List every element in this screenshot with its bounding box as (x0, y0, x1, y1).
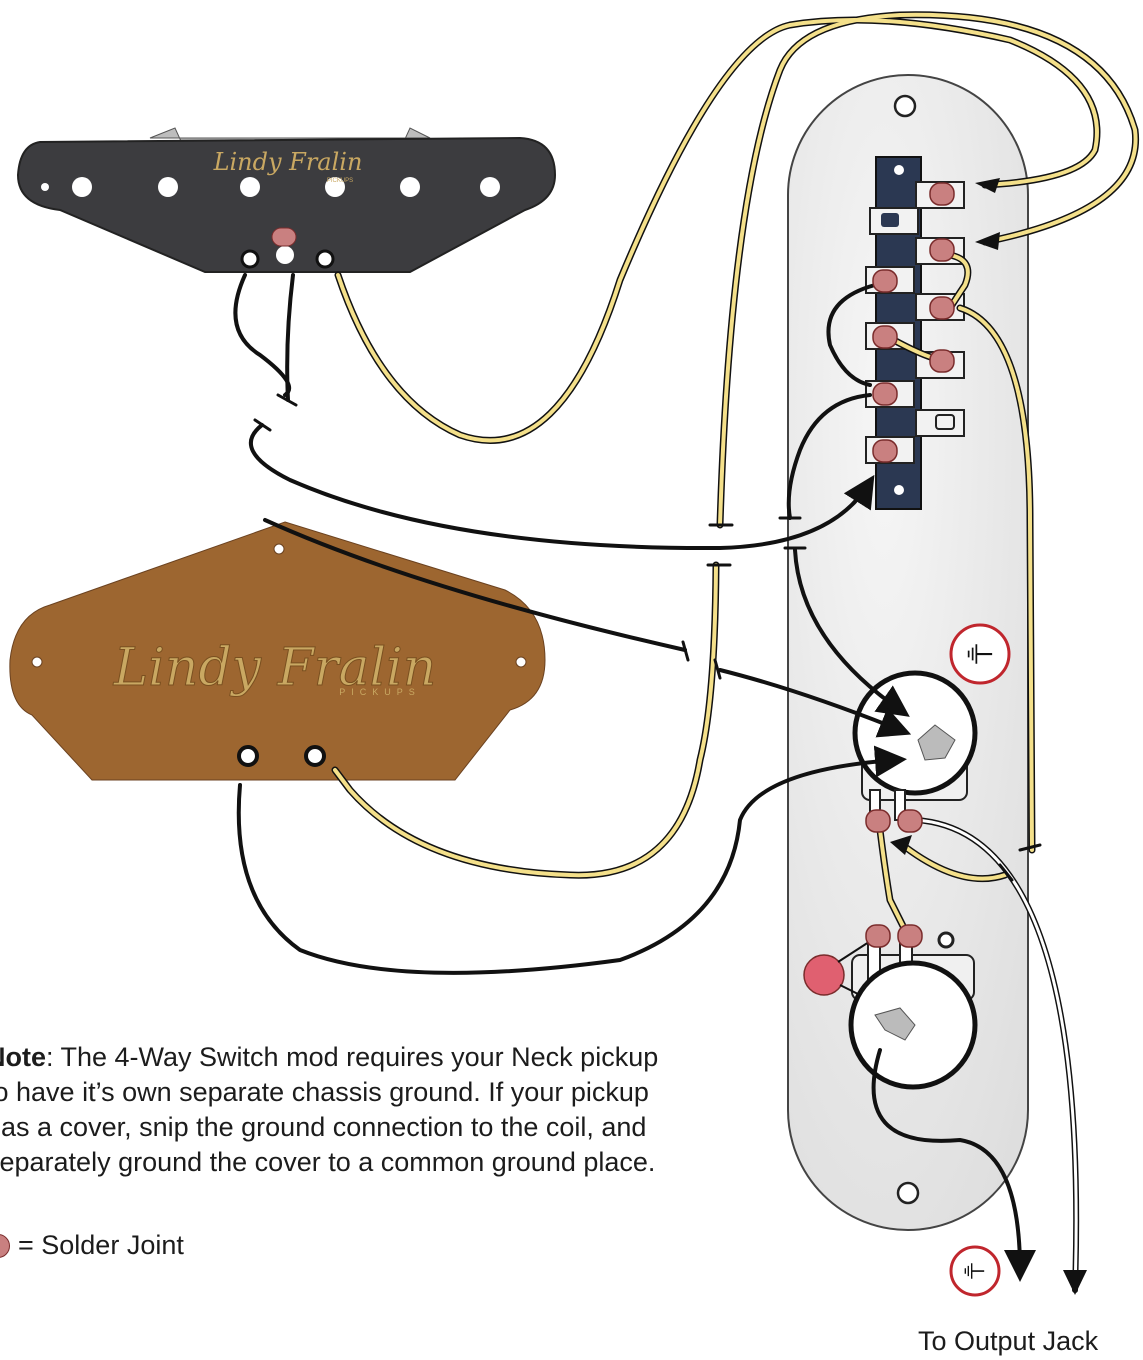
neck-pickup: Lindy Fralin PICKUPS (16, 127, 557, 273)
ground-symbol-plate: ⏚ (949, 623, 1011, 685)
wires (233, 11, 1140, 1295)
bridge-pickup-sublogo: PICKUPS (339, 687, 421, 697)
plate-screw-bottom (896, 1181, 920, 1205)
solder-joint-legend: = Solder Joint (0, 1230, 184, 1261)
ground-symbol-output: ⏚ (949, 1245, 1001, 1297)
neck-pickup-logo: Lindy Fralin (213, 148, 363, 176)
tone-capacitor (803, 954, 845, 996)
plate-screw-top (893, 94, 917, 118)
volume-pot (852, 670, 978, 821)
bridge-pickup-logo: Lindy Fralin (113, 638, 437, 698)
note-label: Note (0, 1042, 46, 1072)
neck-pickup-sublogo: PICKUPS (327, 178, 353, 184)
solder-joints (865, 182, 955, 948)
bridge-pickup: Lindy Fralin PICKUPS (9, 521, 546, 781)
ground-icon: ⏚ (959, 1259, 987, 1283)
note-text: : The 4-Way Switch mod requires your Nec… (0, 1042, 659, 1177)
solder-joint-icon (0, 1233, 10, 1258)
note-paragraph: Note: The 4-Way Switch mod requires your… (0, 1040, 666, 1180)
legend-text: = Solder Joint (18, 1230, 184, 1260)
tone-pot (848, 931, 978, 1090)
ground-icon: ⏚ (960, 639, 995, 669)
output-jack-label: To Output Jack (918, 1326, 1099, 1356)
